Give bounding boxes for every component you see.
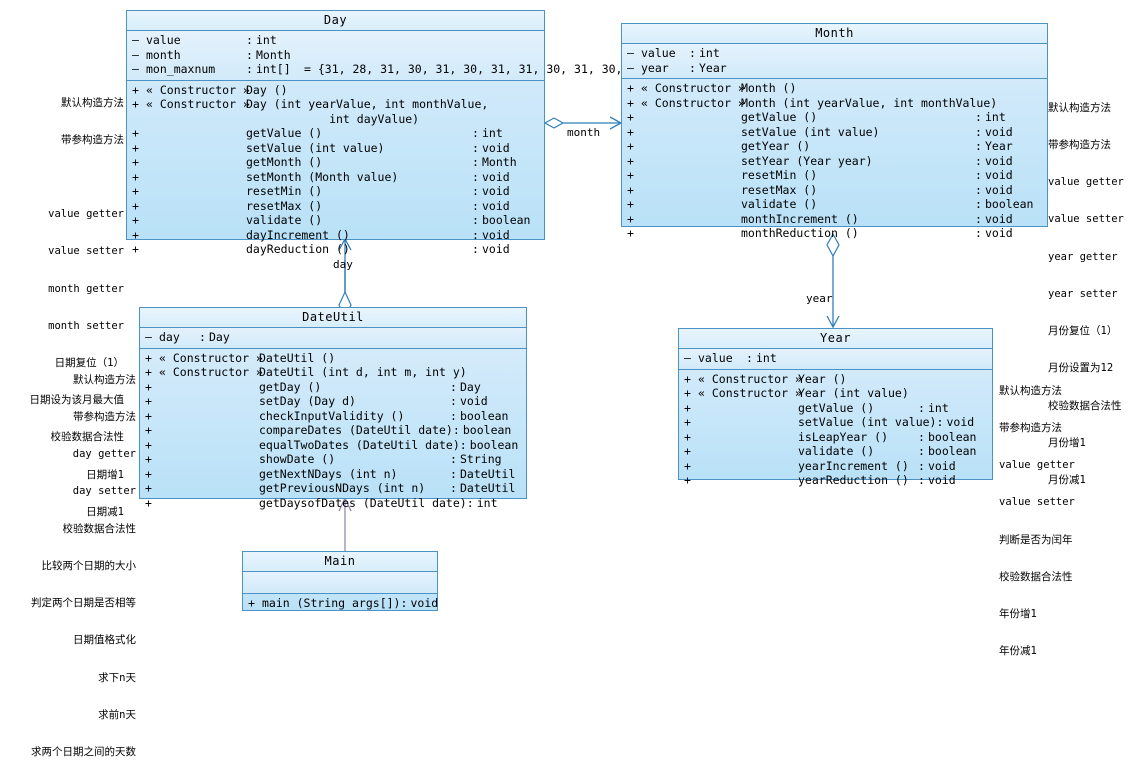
operation-row: +setValue (int value):void bbox=[132, 140, 510, 155]
operation-row: +getYear ():Year bbox=[627, 139, 1013, 153]
note-year: 默认构造方法 带参构造方法 value getter value setter … bbox=[999, 384, 1075, 658]
operation-row: +« Constructor »Day () bbox=[132, 82, 288, 97]
operation-row: +setYear (Year year):void bbox=[627, 153, 1013, 168]
class-title-dateutil: DateUtil bbox=[140, 308, 526, 328]
class-title-main: Main bbox=[243, 552, 437, 572]
operation-row: +resetMax ():void bbox=[132, 198, 510, 213]
attribute-row: –mon_maxnum:int[]= {31, 28, 31, 30, 31, … bbox=[132, 62, 651, 76]
operation-row: +« Constructor »Day (int yearValue, int … bbox=[132, 97, 489, 111]
class-box-day[interactable]: Day –value:int –month:Month –mon_maxnum:… bbox=[126, 10, 651, 256]
attribute-row: –value:int bbox=[132, 33, 277, 47]
operation-row: +isLeapYear ():boolean bbox=[684, 429, 977, 444]
operation-row: +showDate ():String bbox=[145, 452, 502, 466]
operation-row: +« Constructor »DateUtil () bbox=[145, 350, 336, 365]
note-dateutil: 默认构造方法 带参构造方法 day getter day setter 校验数据… bbox=[31, 373, 136, 758]
operation-row: +equalTwoDates (DateUtil date):boolean bbox=[145, 437, 519, 452]
operation-row: +getDay ():Day bbox=[145, 379, 481, 394]
operation-row: +monthIncrement ():void bbox=[627, 211, 1013, 226]
operation-row: +getValue ():int bbox=[684, 400, 949, 415]
class-title-year: Year bbox=[679, 329, 992, 349]
operation-row: +« Constructor »Year () bbox=[684, 371, 847, 386]
operation-row: +resetMin ():void bbox=[627, 168, 1013, 182]
class-box-main[interactable]: Main +main (String args[]):void bbox=[242, 551, 438, 611]
attribute-row: –month:Month bbox=[132, 47, 291, 62]
class-operations-main: +main (String args[]):void bbox=[243, 594, 439, 614]
edge-label-month: month bbox=[567, 126, 601, 139]
operation-row: +getDaysofDates (DateUtil date):int bbox=[145, 495, 498, 510]
operation-row: +validate ():boolean bbox=[132, 213, 531, 227]
diagram-canvas: Month (aggregation diamond at Day side) … bbox=[0, 10, 1124, 758]
operation-row: +getMonth ():Month bbox=[132, 155, 517, 169]
note-spacer bbox=[0, 171, 124, 183]
class-attributes-month: –value:int –year:Year bbox=[622, 44, 1047, 79]
operation-row: +setMonth (Month value):void bbox=[132, 169, 510, 184]
class-box-year[interactable]: Year –value:int +« Constructor »Year () … bbox=[678, 328, 993, 487]
operation-row: +setValue (int value):void bbox=[627, 124, 1013, 139]
class-operations-year: +« Constructor »Year () +« Constructor »… bbox=[679, 370, 992, 491]
class-attributes-main bbox=[243, 572, 437, 594]
class-operations-dateutil: +« Constructor »DateUtil () +« Construct… bbox=[140, 349, 526, 514]
operation-row: +« Constructor »Month () bbox=[627, 81, 797, 95]
note-day: 默认构造方法 带参构造方法 value getter value setter … bbox=[0, 72, 125, 543]
operation-row: +getPreviousNDays (int n):DateUtil bbox=[145, 481, 516, 495]
attribute-row: –value:int bbox=[627, 46, 720, 60]
operation-row: +dayIncrement ():void bbox=[132, 227, 510, 242]
operation-row: +getValue ():int bbox=[132, 126, 503, 140]
class-box-dateutil[interactable]: DateUtil –day:Day +« Constructor »DateUt… bbox=[139, 307, 527, 510]
operation-row: +setValue (int value):void bbox=[684, 415, 975, 429]
class-title-day: Day bbox=[127, 11, 544, 31]
operation-row: +yearIncrement ():void bbox=[684, 458, 956, 473]
operation-row: +« Constructor »DateUtil (int d, int m, … bbox=[145, 365, 467, 379]
class-attributes-year: –value:int bbox=[679, 349, 992, 370]
class-attributes-day: –value:int –month:Month –mon_maxnum:int[… bbox=[127, 31, 651, 81]
operation-row: +main (String args[]):void bbox=[248, 596, 439, 610]
operation-row: +yearReduction ():void bbox=[684, 473, 956, 487]
operation-row: +getNextNDays (int n):DateUtil bbox=[145, 466, 516, 481]
operation-row: +checkInputValidity ():boolean bbox=[145, 408, 509, 423]
attribute-row: –year:Year bbox=[627, 60, 727, 75]
attribute-row: –day:Day bbox=[145, 330, 230, 344]
edge-label-day: day bbox=[333, 258, 353, 271]
class-operations-month: +« Constructor »Month () +« Constructor … bbox=[622, 79, 1047, 244]
operation-row: +monthReduction ():void bbox=[627, 226, 1013, 240]
operation-row: +dayReduction ():void bbox=[132, 242, 510, 256]
operation-row: +resetMin ():void bbox=[132, 184, 510, 198]
edge-label-year: year bbox=[806, 292, 833, 305]
class-title-month: Month bbox=[622, 24, 1047, 44]
operation-row: +« Constructor »Year (int value) bbox=[684, 386, 909, 400]
operation-row: +validate ():boolean bbox=[627, 197, 1034, 211]
note-month: 默认构造方法 带参构造方法 value getter value setter … bbox=[1048, 101, 1124, 486]
operation-row-cont: int dayValue) bbox=[246, 111, 420, 126]
edge-month-year bbox=[826, 232, 840, 329]
attribute-row: –value:int bbox=[684, 351, 777, 365]
class-operations-day: +« Constructor »Day () +« Constructor »D… bbox=[127, 81, 544, 260]
operation-row: +validate ():boolean bbox=[684, 444, 977, 458]
operation-row: +« Constructor »Month (int yearValue, in… bbox=[627, 95, 998, 110]
operation-row: +resetMax ():void bbox=[627, 182, 1013, 197]
class-attributes-dateutil: –day:Day bbox=[140, 328, 526, 349]
operation-row: +setDay (Day d):void bbox=[145, 394, 488, 408]
operation-row: +compareDates (DateUtil date):boolean bbox=[145, 423, 512, 437]
operation-row: +getValue ():int bbox=[627, 110, 1006, 124]
class-box-month[interactable]: Month –value:int –year:Year +« Construct… bbox=[621, 23, 1048, 240]
